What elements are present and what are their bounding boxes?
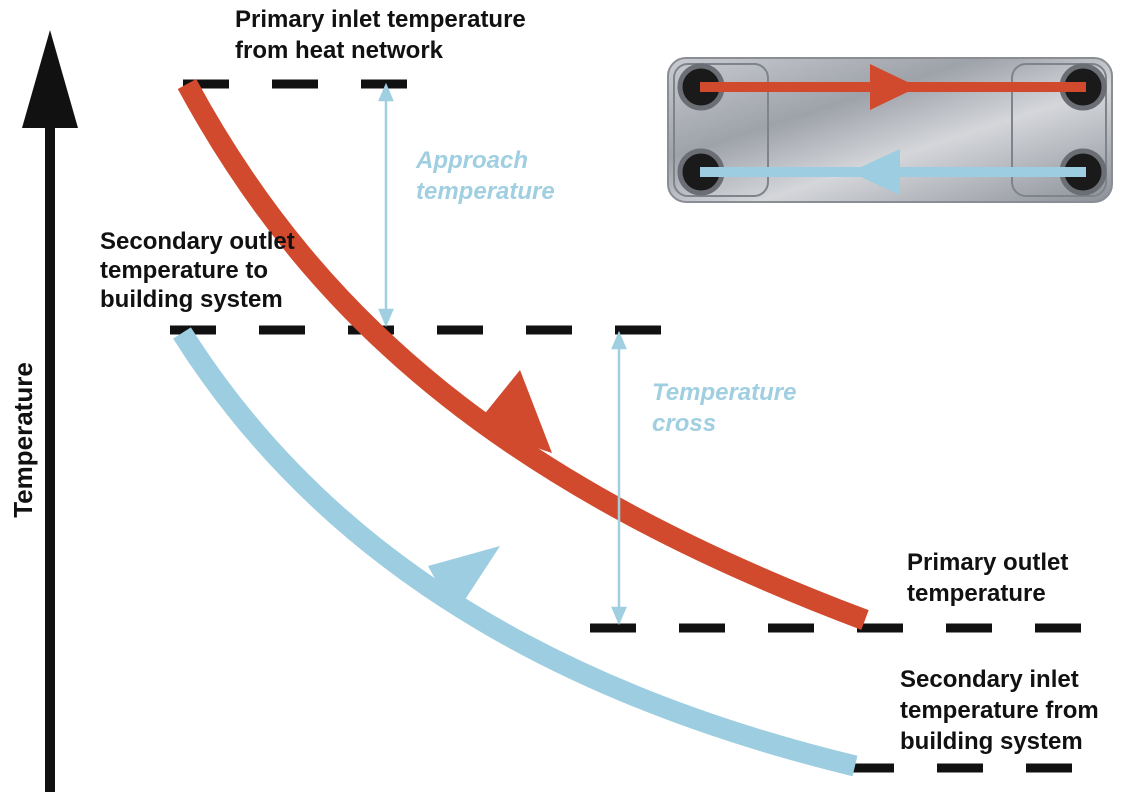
secondary-flow-curve	[173, 327, 858, 777]
cross-arrow-up-icon	[611, 330, 627, 350]
primary-flow-arrowhead-icon	[474, 370, 552, 453]
approach-arrow-up-icon	[378, 82, 394, 102]
secondary-flow-arrowhead-icon	[428, 546, 500, 615]
label-secondary-inlet: Secondary inlet temperature from buildin…	[900, 666, 1105, 755]
primary-flow-curve	[177, 79, 869, 630]
exchanger-secondary-arrow-icon	[850, 149, 900, 195]
label-temperature-cross: Temperature cross	[652, 379, 803, 437]
cross-arrow-down-icon	[611, 606, 627, 626]
label-primary-inlet: Primary inlet temperature from heat netw…	[235, 6, 532, 64]
label-primary-outlet: Primary outlet temperature	[907, 549, 1075, 607]
axis-label: Temperature	[8, 362, 38, 518]
primary-flow	[177, 79, 869, 630]
secondary-flow	[173, 327, 858, 777]
axis-arrowhead-icon	[22, 30, 78, 128]
label-secondary-outlet: Secondary outlet temperature to building…	[100, 228, 301, 313]
label-approach-temperature: Approach temperature	[415, 147, 555, 205]
temperature-axis: Temperature	[8, 30, 78, 792]
approach-arrow-down-icon	[378, 308, 394, 328]
exchanger-primary-arrow-icon	[870, 64, 918, 110]
plate-heat-exchanger-icon	[667, 57, 1113, 203]
cross-arrow	[611, 330, 627, 626]
approach-arrow	[378, 82, 394, 328]
